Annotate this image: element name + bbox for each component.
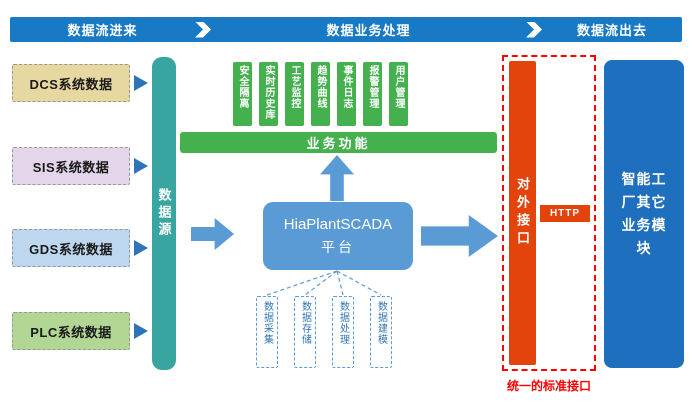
target-module-label: 智能工厂其它业务模块 [621, 170, 667, 257]
external-interface-frame [502, 55, 596, 371]
source-box-dcs: DCS系统数据 [12, 64, 130, 102]
external-interface-bar: 对外接口 [509, 61, 536, 365]
arrow-right-icon [134, 75, 148, 91]
source-box-gds: GDS系统数据 [12, 229, 130, 267]
function-chip-label: 事件日志 [341, 65, 352, 109]
module-label: 数据处理 [337, 301, 349, 345]
arrow-right-icon [134, 158, 148, 174]
banner-section-processing: 数据业务处理 [211, 20, 526, 39]
big-arrow-up-icon [320, 155, 354, 201]
platform-box: HiaPlantSCADA 平台 [263, 202, 413, 270]
big-arrow-right-icon [421, 215, 498, 257]
http-connector: HTTP [540, 205, 590, 222]
module-box: 数据存储 [294, 296, 316, 368]
module-box: 数据采集 [256, 296, 278, 368]
function-chip-label: 趋势曲线 [315, 65, 326, 109]
function-chip: 工艺监控 [285, 62, 304, 126]
flow-banner: 数据流进来 数据业务处理 数据流出去 [10, 17, 682, 42]
source-box-sis: SIS系统数据 [12, 147, 130, 185]
function-chip: 实时历史库 [259, 62, 278, 126]
arrow-right-icon [134, 240, 148, 256]
function-chip: 趋势曲线 [311, 62, 330, 126]
external-interface-label: 对外接口 [515, 177, 530, 249]
module-label: 数据建模 [375, 301, 387, 345]
banner-section-inflow: 数据流进来 [10, 20, 195, 39]
business-function-bar: 业务功能 [180, 132, 497, 153]
standard-interface-caption: 统一的标准接口 [506, 379, 591, 393]
banner-label-outflow: 数据流出去 [576, 23, 647, 38]
function-chip-label: 工艺监控 [289, 65, 300, 109]
data-source-bar: 数据源 [152, 57, 176, 370]
chevron-right-icon [195, 21, 211, 38]
target-module-bar: 智能工厂其它业务模块 [604, 60, 684, 368]
banner-section-outflow: 数据流出去 [542, 20, 682, 39]
connector-lines [266, 270, 382, 296]
function-chip-label: 安全隔离 [237, 65, 248, 109]
platform-subtitle: 平台 [321, 238, 355, 255]
chevron-right-icon [526, 21, 542, 38]
arrow-right-icon [134, 323, 148, 339]
function-chip: 用户管理 [389, 62, 408, 126]
function-chip: 报警管理 [363, 62, 382, 126]
module-box: 数据建模 [370, 296, 392, 368]
function-chip: 安全隔离 [233, 62, 252, 126]
function-chip-label: 实时历史库 [263, 65, 274, 120]
banner-label-processing: 数据业务处理 [326, 23, 411, 38]
module-label: 数据采集 [261, 301, 273, 345]
platform-title: HiaPlantSCADA [283, 215, 393, 233]
module-label: 数据存储 [299, 301, 311, 345]
function-chip-label: 用户管理 [393, 65, 404, 109]
data-source-label: 数据源 [156, 188, 172, 239]
function-chip-label: 报警管理 [367, 65, 378, 109]
function-chip: 事件日志 [337, 62, 356, 126]
banner-label-inflow: 数据流进来 [67, 23, 138, 38]
module-box: 数据处理 [332, 296, 354, 368]
source-box-plc: PLC系统数据 [12, 312, 130, 350]
big-arrow-right-icon [191, 218, 234, 250]
